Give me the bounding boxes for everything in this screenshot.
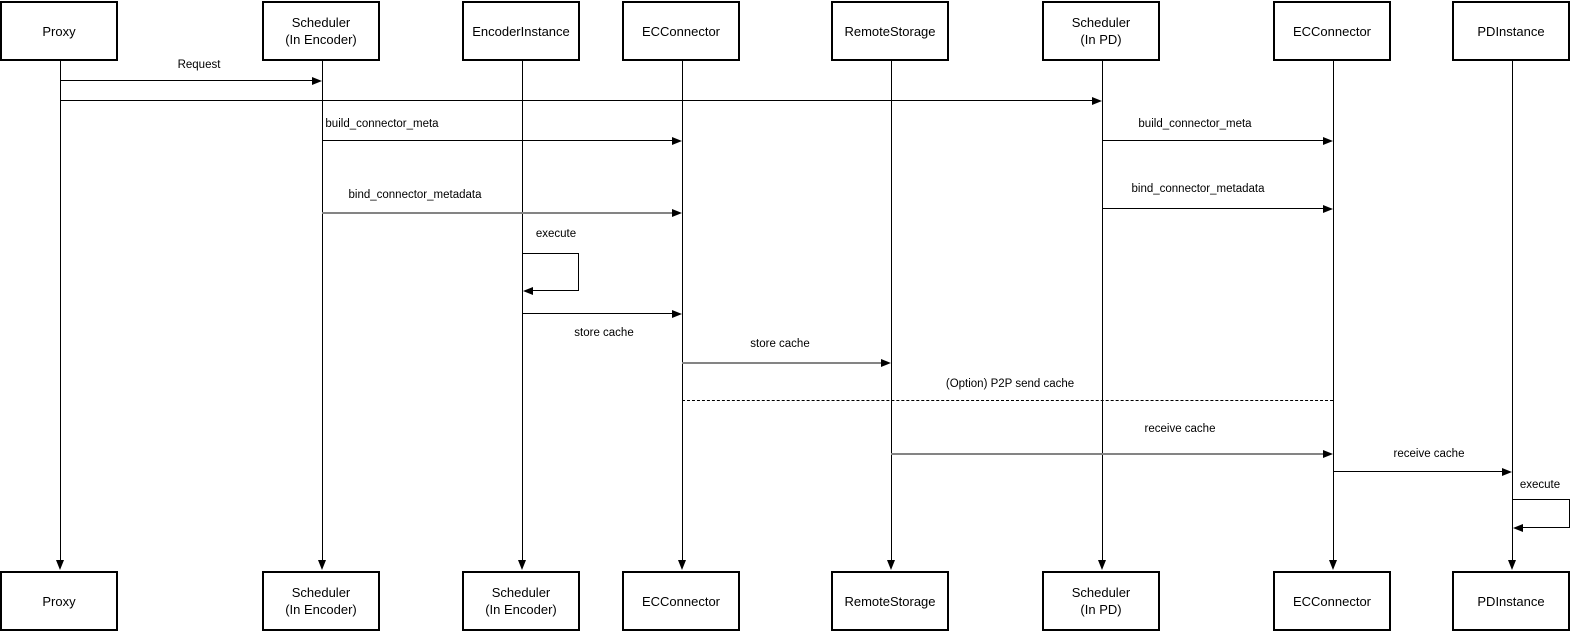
message-line: [1333, 471, 1504, 472]
actor-bottom-box-pd-instance: PDInstance: [1452, 571, 1570, 631]
lifeline-remote-storage: [891, 61, 892, 561]
message-label: receive cache: [1144, 423, 1216, 435]
lifeline-ec-connector-pd: [1333, 61, 1334, 561]
lifeline-arrowhead-icon: [887, 560, 895, 570]
actor-top-box-scheduler-encoder: Scheduler (In Encoder): [262, 1, 380, 61]
message-label: receive cache: [1393, 448, 1465, 460]
message-line: [60, 80, 314, 81]
lifeline-arrowhead-icon: [1098, 560, 1106, 570]
message-line: [1102, 140, 1325, 141]
actor-top-box-proxy: Proxy: [0, 1, 118, 61]
self-message-bottom-line: [530, 290, 578, 291]
arrowhead-icon: [672, 137, 682, 145]
lifeline-arrowhead-icon: [678, 560, 686, 570]
lifeline-arrowhead-icon: [518, 560, 526, 570]
message-line: [322, 140, 674, 141]
message-line: [522, 313, 674, 314]
message-line: [1102, 208, 1325, 209]
message-label: store cache: [574, 327, 634, 339]
lifeline-arrowhead-icon: [56, 560, 64, 570]
actor-bottom-box-scheduler-encoder: Scheduler (In Encoder): [262, 571, 380, 631]
actor-bottom-box-ec-connector-pd: ECConnector: [1273, 571, 1391, 631]
self-message-top-line: [1512, 499, 1569, 500]
message-line: [322, 212, 674, 214]
actor-top-box-ec-connector-pd: ECConnector: [1273, 1, 1391, 61]
arrowhead-icon: [1323, 450, 1333, 458]
message-label: bind_connector_metadata: [348, 189, 482, 201]
actor-top-box-ec-connector-encoder: ECConnector: [622, 1, 740, 61]
message-line: [891, 453, 1325, 455]
arrowhead-icon: [1502, 468, 1512, 476]
self-message-side-line: [578, 253, 579, 291]
actor-top-box-scheduler-pd: Scheduler (In PD): [1042, 1, 1160, 61]
lifeline-scheduler-encoder: [322, 61, 323, 561]
lifeline-arrowhead-icon: [1508, 560, 1516, 570]
arrowhead-icon: [672, 209, 682, 217]
actor-bottom-box-encoder-instance: Scheduler (In Encoder): [462, 571, 580, 631]
actor-bottom-box-ec-connector-encoder: ECConnector: [622, 571, 740, 631]
message-label: build_connector_meta: [1138, 118, 1252, 130]
lifeline-arrowhead-icon: [318, 560, 326, 570]
message-label: execute: [535, 228, 577, 240]
actor-bottom-box-scheduler-pd: Scheduler (In PD): [1042, 571, 1160, 631]
self-message-top-line: [522, 253, 578, 254]
arrowhead-icon: [1323, 205, 1333, 213]
arrowhead-icon: [881, 359, 891, 367]
message-label: execute: [1519, 479, 1561, 491]
lifeline-pd-instance: [1512, 61, 1513, 561]
self-message-side-line: [1569, 499, 1570, 528]
message-line: [682, 362, 883, 364]
message-line-dashed: [682, 400, 1333, 401]
actor-top-box-encoder-instance: EncoderInstance: [462, 1, 580, 61]
actor-top-box-remote-storage: RemoteStorage: [831, 1, 949, 61]
actor-bottom-box-proxy: Proxy: [0, 571, 118, 631]
arrowhead-icon: [1092, 97, 1102, 105]
arrowhead-icon: [1513, 524, 1523, 532]
actor-top-box-pd-instance: PDInstance: [1452, 1, 1570, 61]
message-label: build_connector_meta: [325, 118, 439, 130]
lifeline-arrowhead-icon: [1329, 560, 1337, 570]
message-line: [60, 100, 1094, 101]
arrowhead-icon: [312, 77, 322, 85]
message-label: Request: [177, 59, 221, 71]
lifeline-scheduler-pd: [1102, 61, 1103, 561]
arrowhead-icon: [672, 310, 682, 318]
lifeline-ec-connector-encoder: [682, 61, 683, 561]
lifeline-encoder-instance: [522, 61, 523, 561]
arrowhead-icon: [523, 287, 533, 295]
message-label: (Option) P2P send cache: [945, 378, 1075, 390]
message-label: store cache: [750, 338, 810, 350]
self-message-bottom-line: [1520, 527, 1569, 528]
arrowhead-icon: [1323, 137, 1333, 145]
message-label: bind_connector_metadata: [1131, 183, 1265, 195]
lifeline-proxy: [60, 61, 61, 561]
actor-bottom-box-remote-storage: RemoteStorage: [831, 571, 949, 631]
